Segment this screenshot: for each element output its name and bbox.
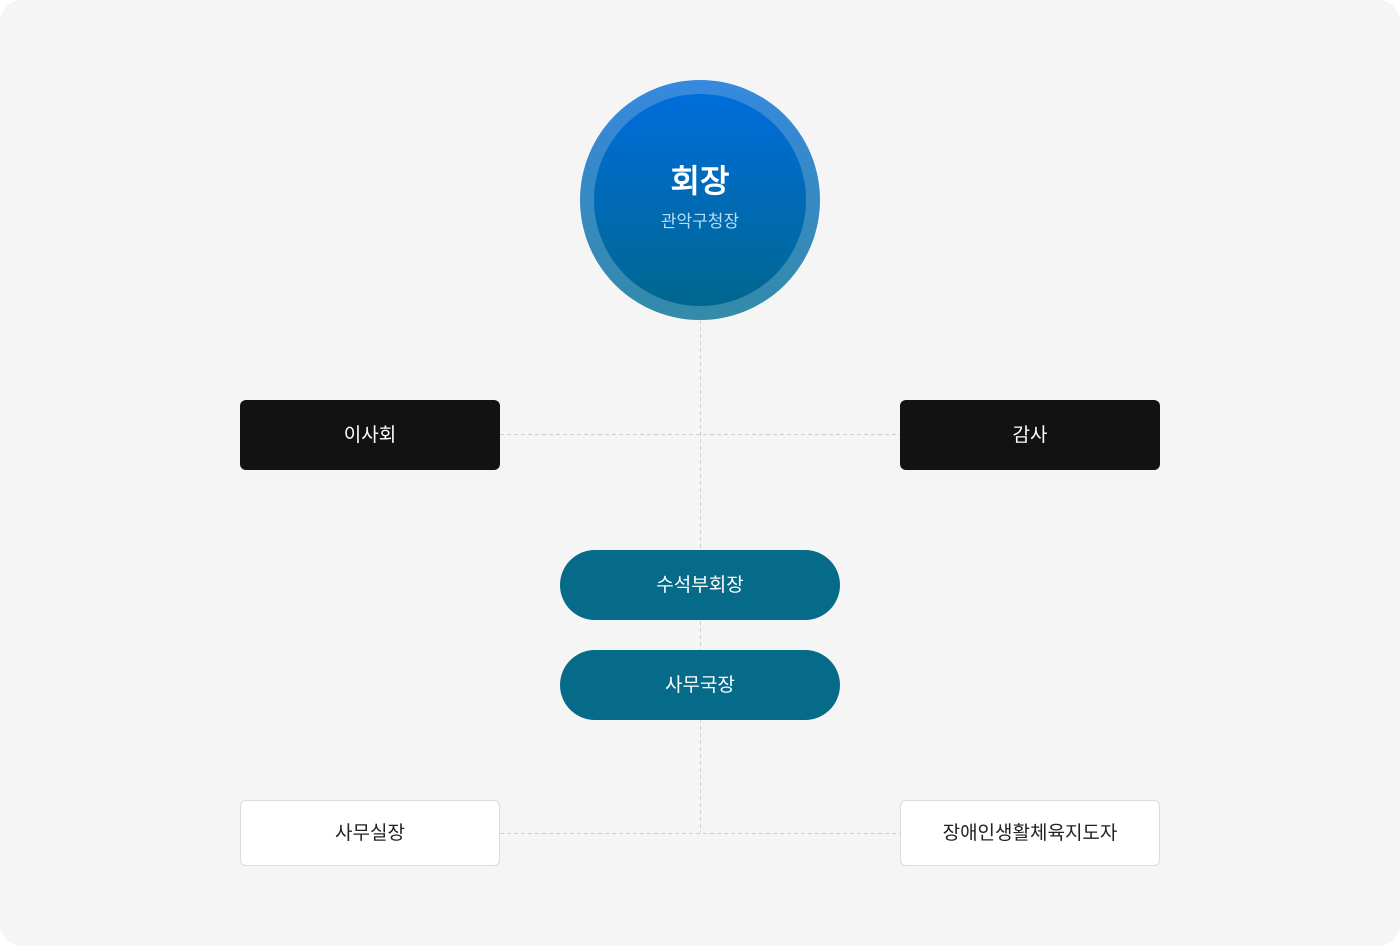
chairman-title: 회장 xyxy=(670,162,730,200)
office-manager-node: 사무실장 xyxy=(240,800,500,866)
chairman-node-inner: 회장 관악구청장 xyxy=(594,94,806,306)
instructor-node: 장애인생활체육지도자 xyxy=(900,800,1160,866)
secretary-general-node: 사무국장 xyxy=(560,650,840,720)
board-node: 이사회 xyxy=(240,400,500,470)
chairman-node: 회장 관악구청장 xyxy=(580,80,820,320)
senior-vice-chairman-node: 수석부회장 xyxy=(560,550,840,620)
auditor-node: 감사 xyxy=(900,400,1160,470)
chairman-subtitle: 관악구청장 xyxy=(660,212,740,232)
